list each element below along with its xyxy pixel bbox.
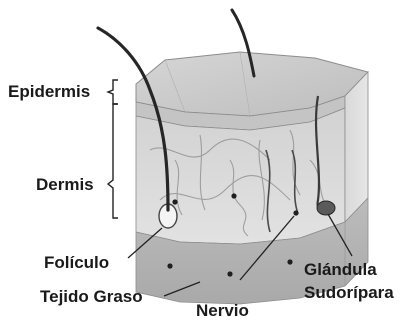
label-glandula-line2: Sudorípara bbox=[304, 283, 394, 302]
label-nervio: Nervio bbox=[196, 301, 249, 320]
label-dermis: Dermis bbox=[36, 175, 94, 194]
label-foliculo: Folículo bbox=[44, 253, 109, 272]
sweat-gland-coil bbox=[317, 201, 335, 215]
label-epidermis: Epidermis bbox=[8, 82, 90, 101]
dermis-bracket bbox=[108, 104, 118, 218]
right-side-face bbox=[345, 72, 368, 222]
label-glandula-line1: Glándula bbox=[304, 260, 377, 279]
label-tejido-graso: Tejido Graso bbox=[40, 287, 143, 306]
epidermis-bracket bbox=[108, 80, 118, 104]
